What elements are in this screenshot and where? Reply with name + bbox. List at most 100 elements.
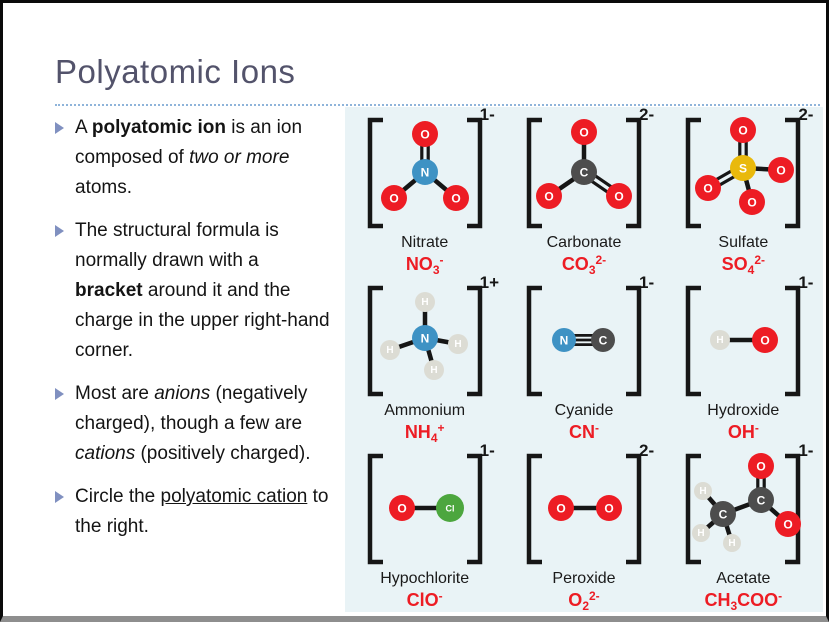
ion-charge: 1- [638, 273, 655, 292]
svg-text:H: H [698, 528, 705, 539]
atom-h: H [723, 534, 742, 552]
atom-n: N [551, 328, 576, 352]
bullet-arrow-icon [55, 388, 64, 401]
ion-name: Sulfate [718, 234, 769, 251]
atom-o: O [748, 453, 775, 479]
atom-h: H [379, 340, 400, 360]
atom-o: O [535, 183, 562, 209]
atom-c: C [590, 328, 615, 352]
svg-text:O: O [739, 124, 748, 138]
ion-charge: 1- [479, 441, 495, 460]
svg-text:C: C [580, 166, 589, 180]
bullet-arrow-icon [55, 225, 64, 238]
right-bracket-icon [466, 117, 482, 229]
ion-name: Carbonate [546, 234, 622, 251]
svg-text:N: N [560, 334, 569, 348]
left-bracket-icon [367, 453, 383, 565]
atom-cl: Cl [435, 494, 464, 522]
bullet-item: Most are anions (negatively charged), th… [55, 379, 331, 469]
left-bracket-icon [526, 453, 542, 565]
left-bracket-icon [686, 453, 702, 565]
right-bracket-icon [625, 285, 642, 397]
atom-h: H [694, 482, 713, 500]
ion-name: Hypochlorite [380, 570, 470, 587]
svg-text:C: C [757, 494, 766, 508]
atom-o: O [411, 121, 438, 147]
bullet-text: Circle the polyatomic cation to the righ… [75, 486, 329, 538]
left-bracket-icon [367, 117, 383, 229]
ion-charge: 1- [798, 441, 814, 460]
bullet-list: A polyatomic ion is an ion composed of t… [55, 113, 331, 555]
svg-text:O: O [556, 502, 565, 516]
atom-o: O [739, 189, 766, 215]
svg-text:H: H [717, 335, 724, 346]
svg-text:H: H [386, 345, 393, 356]
svg-text:C: C [719, 508, 728, 522]
svg-text:O: O [614, 190, 623, 204]
ion-charge: 1+ [479, 273, 500, 292]
ion-formula: NO3- [405, 253, 444, 277]
right-bracket-icon [466, 453, 482, 565]
atom-h: H [447, 334, 468, 354]
svg-text:S: S [739, 162, 747, 176]
ion-formula: CN- [568, 421, 599, 442]
svg-text:O: O [604, 502, 613, 516]
right-bracket-icon [625, 117, 642, 229]
atom-h: H [414, 292, 435, 312]
ion-name: Cyanide [554, 402, 614, 419]
atom-o: O [570, 119, 597, 145]
right-bracket-icon [785, 285, 801, 397]
atom-o: O [595, 495, 622, 521]
page-title: Polyatomic Ions [55, 53, 296, 90]
left-bracket-icon [526, 285, 542, 397]
svg-text:N: N [420, 332, 429, 346]
bullet-item: A polyatomic ion is an ion composed of t… [55, 113, 331, 203]
bullet-arrow-icon [55, 491, 64, 504]
svg-text:C: C [599, 334, 608, 348]
right-bracket-icon [625, 453, 642, 565]
svg-text:H: H [421, 297, 428, 308]
bullet-item: The structural formula is normally drawn… [55, 216, 331, 366]
svg-text:N: N [420, 166, 429, 180]
atom-c: C [570, 159, 597, 185]
svg-text:H: H [729, 538, 736, 549]
bullet-text: The structural formula is normally drawn… [75, 220, 330, 362]
svg-text:O: O [761, 334, 770, 348]
bullet-text: A polyatomic ion is an ion composed of t… [75, 117, 303, 199]
atom-o: O [775, 511, 802, 537]
svg-text:O: O [757, 460, 766, 474]
molecule-diagram: C O O O [526, 117, 642, 229]
atom-n: N [411, 325, 438, 351]
svg-text:O: O [579, 126, 588, 140]
title-divider [55, 104, 820, 106]
atom-h: H [710, 330, 731, 350]
atom-c: C [748, 487, 775, 513]
atom-o: O [768, 157, 795, 183]
atom-o: O [730, 117, 757, 143]
ion-formula: ClO- [406, 589, 443, 610]
atom-s: S [730, 155, 757, 181]
ion-charge: 2- [798, 105, 814, 124]
svg-text:H: H [454, 339, 461, 350]
svg-text:O: O [389, 192, 398, 206]
atom-o: O [695, 175, 722, 201]
ion-name: Acetate [716, 570, 771, 587]
